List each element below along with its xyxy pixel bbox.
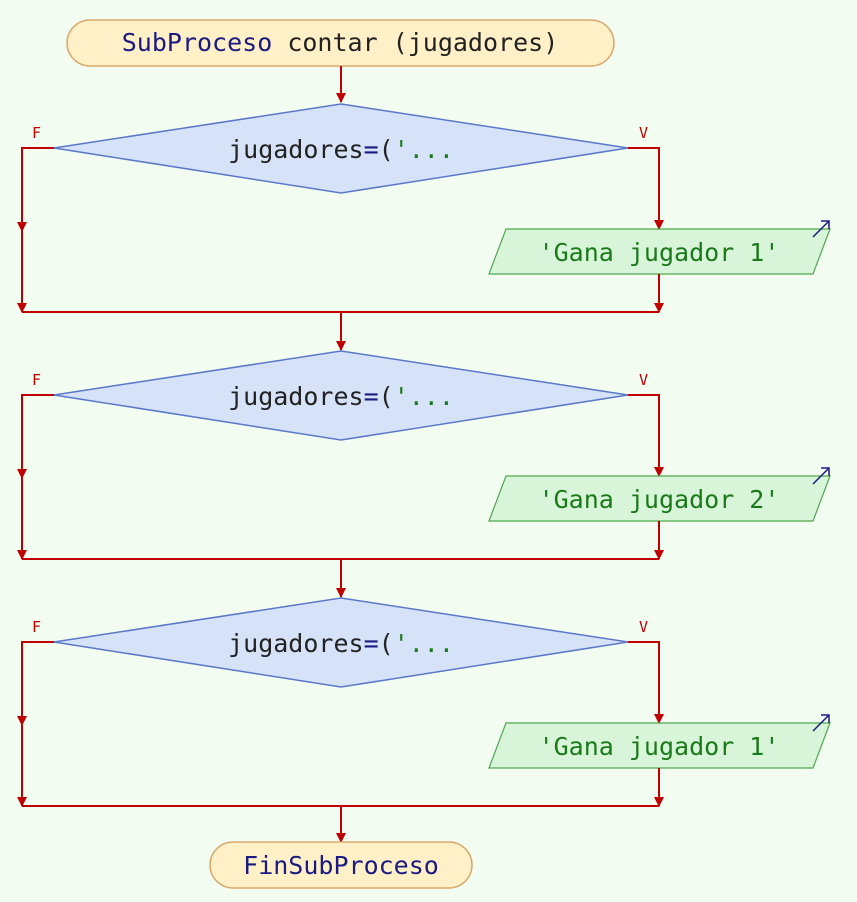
false-branch-label: F bbox=[32, 371, 41, 389]
start-keyword: SubProceso bbox=[122, 28, 273, 57]
condition-string: ' bbox=[394, 629, 409, 658]
false-branch-line bbox=[17, 147, 54, 232]
condition-ellipsis: ... bbox=[409, 382, 454, 411]
decision-block: jugadores=('... F V 'Gana jugador 1' bbox=[17, 103, 831, 351]
true-branch-label: V bbox=[639, 124, 648, 142]
output-arrow-icon bbox=[812, 220, 830, 238]
false-branch-line bbox=[17, 394, 54, 479]
condition-paren: ( bbox=[379, 382, 394, 411]
decision-diamond bbox=[53, 597, 629, 688]
true-branch-label: V bbox=[639, 371, 648, 389]
true-branch-label: V bbox=[639, 618, 648, 636]
condition-variable: jugadores bbox=[228, 629, 363, 658]
output-text: 'Gana jugador 1' bbox=[539, 732, 780, 761]
decision-condition: jugadores=('... bbox=[228, 382, 454, 411]
true-branch-line bbox=[628, 147, 664, 230]
end-label: FinSubProceso bbox=[243, 851, 439, 880]
condition-variable: jugadores bbox=[228, 382, 363, 411]
decision-condition: jugadores=('... bbox=[228, 135, 454, 164]
condition-operator: = bbox=[364, 382, 379, 411]
true-branch-line bbox=[628, 641, 664, 724]
condition-paren: ( bbox=[379, 135, 394, 164]
output-text: 'Gana jugador 2' bbox=[539, 485, 780, 514]
condition-ellipsis: ... bbox=[409, 629, 454, 658]
start-terminal: SubProceso contar (jugadores) bbox=[66, 19, 615, 67]
decision-diamond bbox=[53, 103, 629, 194]
output-text: 'Gana jugador 1' bbox=[539, 238, 780, 267]
condition-paren: ( bbox=[379, 629, 394, 658]
true-branch-line bbox=[628, 394, 664, 477]
false-branch-label: F bbox=[32, 124, 41, 142]
false-branch-line bbox=[17, 641, 54, 726]
condition-variable: jugadores bbox=[228, 135, 363, 164]
output-parallelogram bbox=[488, 722, 831, 769]
decision-diamond bbox=[53, 350, 629, 441]
condition-operator: = bbox=[364, 135, 379, 164]
end-terminal: FinSubProceso bbox=[209, 841, 473, 889]
output-arrow-icon bbox=[812, 714, 830, 732]
decision-condition: jugadores=('... bbox=[228, 629, 454, 658]
start-signature: contar (jugadores) bbox=[272, 28, 558, 57]
condition-operator: = bbox=[364, 629, 379, 658]
output-parallelogram bbox=[488, 228, 831, 275]
decision-block: jugadores=('... F V 'Gana jugador 2' bbox=[17, 350, 831, 598]
decision-block: jugadores=('... F V 'Gana jugador 1' bbox=[17, 597, 831, 843]
false-branch-label: F bbox=[32, 618, 41, 636]
condition-string: ' bbox=[394, 135, 409, 164]
condition-ellipsis: ... bbox=[409, 135, 454, 164]
output-arrow-icon bbox=[812, 467, 830, 485]
output-parallelogram bbox=[488, 475, 831, 522]
condition-string: ' bbox=[394, 382, 409, 411]
svg-text:SubProceso contar (jugadores): SubProceso contar (jugadores) bbox=[122, 28, 559, 57]
